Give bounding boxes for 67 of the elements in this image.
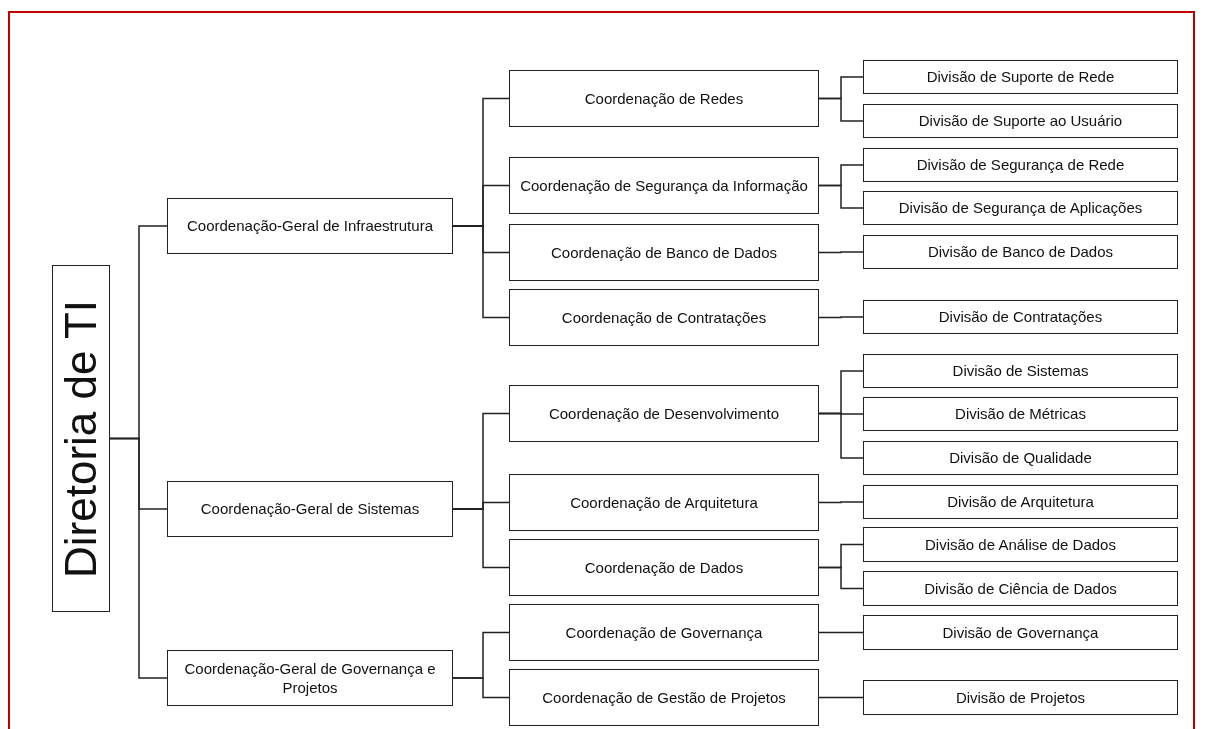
division-box: [863, 104, 1178, 138]
division-box: [863, 300, 1178, 334]
unit-name: Divisão de Qualidade: [949, 448, 1092, 468]
connector-line: [818, 501, 864, 504]
unit-name: Coordenação de Governança: [565, 622, 763, 643]
coordination-box: [509, 604, 819, 661]
unit-name: Divisão de Sistemas: [952, 361, 1089, 381]
connector-line: [818, 316, 864, 319]
coordination-box: [509, 669, 819, 726]
unit-name: Divisão de Suporte ao Usuário: [918, 111, 1123, 131]
connector-line: [452, 508, 510, 569]
division-box: [863, 680, 1178, 715]
division-box: [863, 441, 1178, 475]
unit-name: Divisão de Métricas: [955, 404, 1086, 424]
unit-name: Divisão de Suporte de Rede: [926, 67, 1115, 87]
unit-name: Coordenação de Contratações: [561, 307, 767, 328]
connector-line: [818, 412, 864, 459]
unit-name: Coordenação de Segurança da Informação: [520, 175, 808, 196]
unit-name: Coordenação de Redes: [584, 88, 744, 109]
connector-line: [818, 184, 864, 209]
general-coordination-box: [167, 650, 453, 706]
unit-name: Coordenação de Gestão de Projetos: [542, 687, 786, 708]
connector-line: [818, 696, 864, 699]
unit-name: Divisão de Segurança de Aplicações: [898, 198, 1143, 218]
coordination-box: [509, 157, 819, 214]
division-box: [863, 354, 1178, 388]
coordination-box: [509, 289, 819, 346]
unit-name: Divisão de Ciência de Dados: [924, 578, 1117, 599]
connector-line: [452, 225, 510, 319]
unit-name: Coordenação-Geral de Sistemas: [200, 499, 420, 519]
division-box: [863, 148, 1178, 182]
division-box: [863, 235, 1178, 269]
unit-name: Divisão de Projetos: [955, 687, 1086, 708]
unit-name: Coordenação-Geral de Infraestrutura: [187, 216, 433, 236]
division-box: [863, 191, 1178, 225]
division-box: [863, 571, 1178, 606]
division-box: [863, 397, 1178, 431]
general-coordination-box: [167, 198, 453, 254]
connector-line: [818, 631, 864, 634]
division-box: [863, 615, 1178, 650]
coordination-box: [509, 224, 819, 281]
general-coordination-box: [167, 481, 453, 537]
unit-name: Divisão de Segurança de Rede: [916, 155, 1125, 175]
unit-name: Divisão de Arquitetura: [947, 492, 1094, 512]
connector-line: [818, 566, 864, 590]
connector-line: [818, 97, 864, 122]
unit-name: Coordenação de Desenvolvimento: [548, 403, 780, 424]
directorate-title: Diretoria de TI: [59, 299, 103, 578]
connector-line: [452, 677, 510, 699]
division-box: [863, 527, 1178, 562]
unit-name: Divisão de Análise de Dados: [925, 534, 1116, 555]
coordination-box: [509, 70, 819, 127]
coordination-box: [509, 539, 819, 596]
unit-name: Coordenação-Geral de Governança e Projetos: [183, 658, 437, 698]
coordination-box: [509, 385, 819, 442]
unit-name: Coordenação de Dados: [584, 557, 744, 578]
division-box: [863, 485, 1178, 519]
directorate-box: [52, 265, 110, 612]
connector-line: [818, 251, 864, 254]
unit-name: Divisão de Governança: [942, 622, 1099, 643]
unit-name: Divisão de Banco de Dados: [927, 242, 1114, 262]
connector-line: [109, 437, 168, 679]
unit-name: Coordenação de Arquitetura: [570, 492, 758, 513]
division-box: [863, 60, 1178, 94]
unit-name: Divisão de Contratações: [938, 307, 1103, 327]
coordination-box: [509, 474, 819, 531]
unit-name: Coordenação de Banco de Dados: [551, 242, 777, 263]
